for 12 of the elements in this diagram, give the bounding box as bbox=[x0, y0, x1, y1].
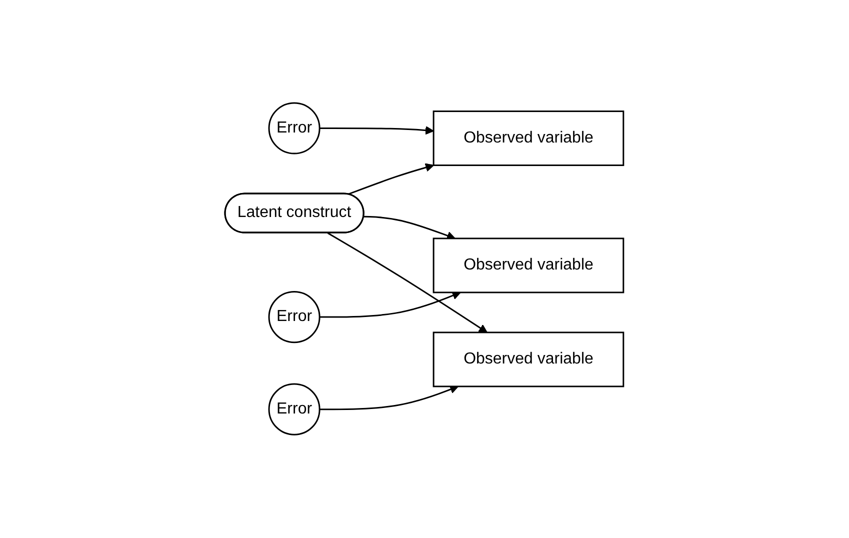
node-circle: Error bbox=[268, 102, 321, 154]
arrow bbox=[320, 291, 462, 318]
node-box: Observed variable bbox=[433, 110, 624, 166]
arrow bbox=[348, 163, 434, 196]
arrow bbox=[328, 232, 488, 334]
node-box: Observed variable bbox=[433, 238, 624, 294]
arrow bbox=[364, 216, 456, 240]
node-box: Observed variable bbox=[433, 332, 624, 388]
arrow bbox=[320, 126, 434, 135]
node-circle: Error bbox=[268, 383, 321, 436]
node-circle: Error bbox=[268, 291, 321, 344]
arrow bbox=[320, 385, 459, 410]
